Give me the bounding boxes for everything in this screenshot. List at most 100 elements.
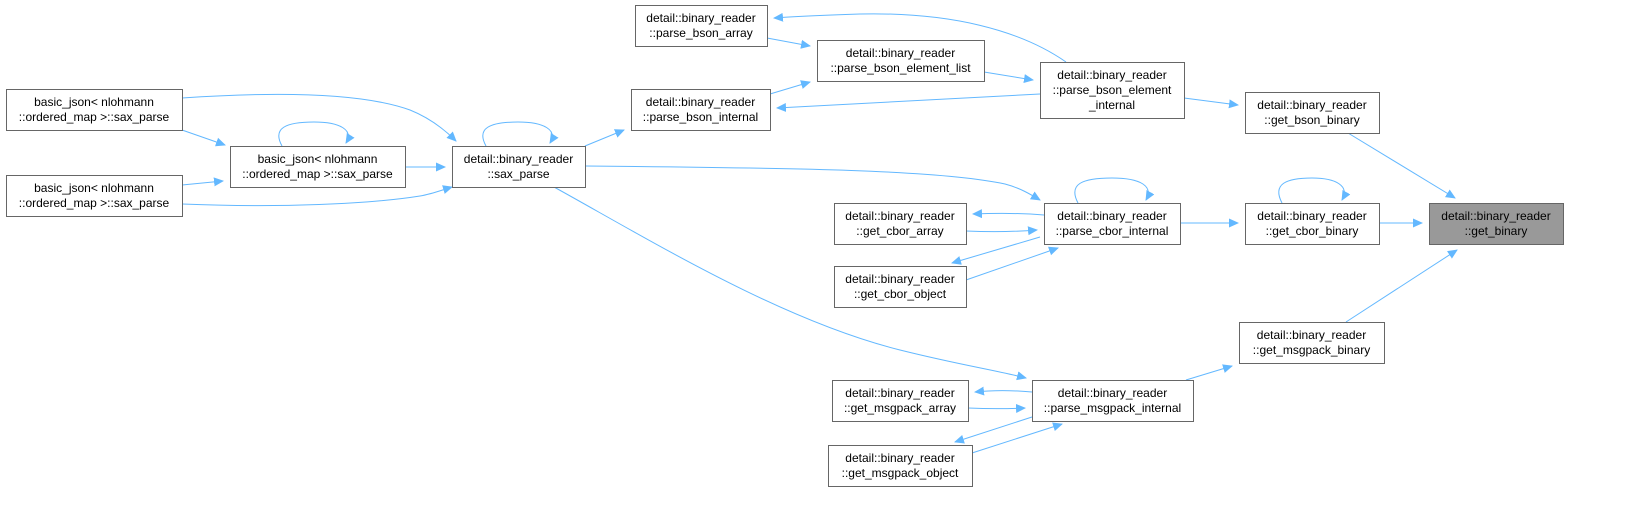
node-label-line: detail::binary_reader <box>1257 328 1366 342</box>
edge-br_parse_cbor_internal-to-br_parse_cbor_internal <box>1074 177 1155 204</box>
node-label-line: ::get_binary <box>1465 224 1528 238</box>
edge-br_parse_bson_element_internal-to-br_parse_bson_array <box>773 12 1067 63</box>
edge-basic_json_sax_parse_a-to-br_sax_parse <box>181 93 457 142</box>
edge-br_get_cbor_array-to-br_parse_cbor_internal <box>965 226 1038 236</box>
node-label-line: basic_json< nlohmann <box>34 95 154 109</box>
edge-br_get_msgpack_array-to-br_parse_msgpack_internal <box>967 403 1026 413</box>
node-basic_json_sax_parse_c[interactable]: basic_json< nlohmann::ordered_map >::sax… <box>6 175 183 217</box>
node-label-line: ::get_cbor_object <box>854 287 947 301</box>
node-br_get_cbor_array[interactable]: detail::binary_reader::get_cbor_array <box>834 203 967 245</box>
edge-br_parse_msgpack_internal-to-br_get_msgpack_array <box>974 386 1033 396</box>
node-label-line: detail::binary_reader <box>1257 209 1366 223</box>
node-box <box>6 175 183 217</box>
node-br_parse_bson_array[interactable]: detail::binary_reader::parse_bson_array <box>635 5 768 47</box>
node-label-line: basic_json< nlohmann <box>258 152 378 166</box>
node-box <box>817 40 985 82</box>
node-label-line: detail::binary_reader <box>1058 386 1167 400</box>
node-label-line: ::parse_bson_array <box>649 26 752 40</box>
edge-br_parse_msgpack_internal-to-br_get_msgpack_binary <box>1185 364 1233 381</box>
node-label-line: detail::binary_reader <box>1057 209 1166 223</box>
edge-br_sax_parse-to-br_parse_bson_internal <box>584 129 625 147</box>
node-box <box>1040 62 1185 119</box>
node-br_parse_bson_element_list[interactable]: detail::binary_reader::parse_bson_elemen… <box>817 40 985 82</box>
node-label-line: detail::binary_reader <box>1441 209 1550 223</box>
node-label-line: ::get_msgpack_object <box>842 466 959 480</box>
edge-basic_json_sax_parse_c-to-basic_json_sax_parse_b <box>181 177 224 187</box>
node-box <box>1245 92 1380 134</box>
node-br_get_cbor_binary[interactable]: detail::binary_reader::get_cbor_binary <box>1245 203 1380 245</box>
edge-br_get_msgpack_binary-to-br_get_binary <box>1345 249 1458 323</box>
node-label-line: detail::binary_reader <box>845 209 954 223</box>
edge-br_sax_parse-to-br_sax_parse <box>482 121 559 147</box>
node-box <box>832 380 969 422</box>
node-label-line: ::get_msgpack_binary <box>1253 343 1370 357</box>
node-label-line: ::get_cbor_binary <box>1266 224 1359 238</box>
node-label-line: detail::binary_reader <box>846 46 955 60</box>
node-br_get_msgpack_object[interactable]: detail::binary_reader::get_msgpack_objec… <box>828 445 973 487</box>
node-box <box>1429 203 1564 245</box>
node-br_get_bson_binary[interactable]: detail::binary_reader::get_bson_binary <box>1245 92 1380 134</box>
node-label-line: ::get_cbor_array <box>856 224 943 238</box>
node-label-line: _internal <box>1088 98 1135 112</box>
edge-br_get_bson_binary-to-br_get_binary <box>1347 132 1456 199</box>
node-box <box>1245 203 1380 245</box>
edge-br_get_cbor_binary-to-br_get_cbor_binary <box>1278 177 1351 204</box>
edge-basic_json_sax_parse_a-to-basic_json_sax_parse_b <box>181 129 226 147</box>
node-box <box>230 146 406 188</box>
node-label-line: ::parse_msgpack_internal <box>1044 401 1181 415</box>
edge-basic_json_sax_parse_c-to-br_sax_parse <box>181 185 453 207</box>
node-label-line: ::get_bson_binary <box>1264 113 1359 127</box>
edge-br_parse_bson_internal-to-br_parse_bson_element_list <box>769 80 811 95</box>
node-br_sax_parse[interactable]: detail::binary_reader::sax_parse <box>452 146 586 188</box>
node-label-line: detail::binary_reader <box>1057 68 1166 82</box>
node-br_get_msgpack_array[interactable]: detail::binary_reader::get_msgpack_array <box>832 380 969 422</box>
node-box <box>635 5 768 47</box>
edge-br_parse_cbor_internal-to-br_get_cbor_object <box>951 236 1041 265</box>
node-label-line: ::parse_bson_element_list <box>830 61 971 75</box>
node-br_parse_cbor_internal[interactable]: detail::binary_reader::parse_cbor_intern… <box>1044 203 1181 245</box>
node-box <box>1044 203 1181 245</box>
node-br_parse_bson_internal[interactable]: detail::binary_reader::parse_bson_intern… <box>631 89 771 131</box>
node-label-line: ::ordered_map >::sax_parse <box>242 167 393 181</box>
node-br_parse_msgpack_internal[interactable]: detail::binary_reader::parse_msgpack_int… <box>1032 380 1194 422</box>
node-label-line: ::ordered_map >::sax_parse <box>19 110 170 124</box>
node-label-line: detail::binary_reader <box>464 152 573 166</box>
node-label-line: detail::binary_reader <box>646 11 755 25</box>
node-label-line: detail::binary_reader <box>845 386 954 400</box>
edge-br_sax_parse-to-br_parse_cbor_internal <box>584 165 1041 201</box>
node-br_get_binary[interactable]: detail::binary_reader::get_binary <box>1429 203 1564 245</box>
node-label-line: ::ordered_map >::sax_parse <box>19 196 170 210</box>
node-label-line: basic_json< nlohmann <box>34 181 154 195</box>
node-basic_json_sax_parse_a[interactable]: basic_json< nlohmann::ordered_map >::sax… <box>6 89 183 131</box>
node-br_parse_bson_element_internal[interactable]: detail::binary_reader::parse_bson_elemen… <box>1040 62 1185 119</box>
node-label-line: detail::binary_reader <box>1257 98 1366 112</box>
node-box <box>452 146 586 188</box>
nodes-layer: basic_json< nlohmann::ordered_map >::sax… <box>6 5 1564 487</box>
node-box <box>1239 322 1385 364</box>
node-br_get_msgpack_binary[interactable]: detail::binary_reader::get_msgpack_binar… <box>1239 322 1385 364</box>
edge-br_sax_parse-to-br_parse_msgpack_internal <box>553 186 1027 381</box>
node-basic_json_sax_parse_b[interactable]: basic_json< nlohmann::ordered_map >::sax… <box>230 146 406 188</box>
node-box <box>631 89 771 131</box>
node-br_get_cbor_object[interactable]: detail::binary_reader::get_cbor_object <box>834 266 967 308</box>
edge-br_parse_bson_element_internal-to-br_parse_bson_internal <box>776 93 1041 113</box>
edge-basic_json_sax_parse_b-to-basic_json_sax_parse_b <box>278 121 355 147</box>
node-label-line: ::parse_cbor_internal <box>1056 224 1169 238</box>
edge-br_get_cbor_object-to-br_parse_cbor_internal <box>965 246 1059 281</box>
node-box <box>834 203 967 245</box>
node-label-line: ::get_msgpack_array <box>844 401 956 415</box>
node-box <box>6 89 183 131</box>
edges-layer <box>181 12 1458 454</box>
node-label-line: detail::binary_reader <box>845 272 954 286</box>
node-box <box>828 445 973 487</box>
edge-br_parse_bson_array-to-br_parse_bson_element_list <box>766 37 811 49</box>
edge-br_parse_bson_element_list-to-br_parse_bson_element_internal <box>983 71 1034 83</box>
edge-br_parse_msgpack_internal-to-br_get_msgpack_object <box>954 416 1033 444</box>
node-label-line: detail::binary_reader <box>646 95 755 109</box>
node-label-line: ::sax_parse <box>487 167 549 181</box>
edge-br_parse_cbor_internal-to-br_get_cbor_array <box>972 209 1045 219</box>
node-label-line: ::parse_bson_element <box>1053 83 1172 97</box>
edge-br_get_msgpack_object-to-br_parse_msgpack_internal <box>971 422 1063 454</box>
node-box <box>1032 380 1194 422</box>
